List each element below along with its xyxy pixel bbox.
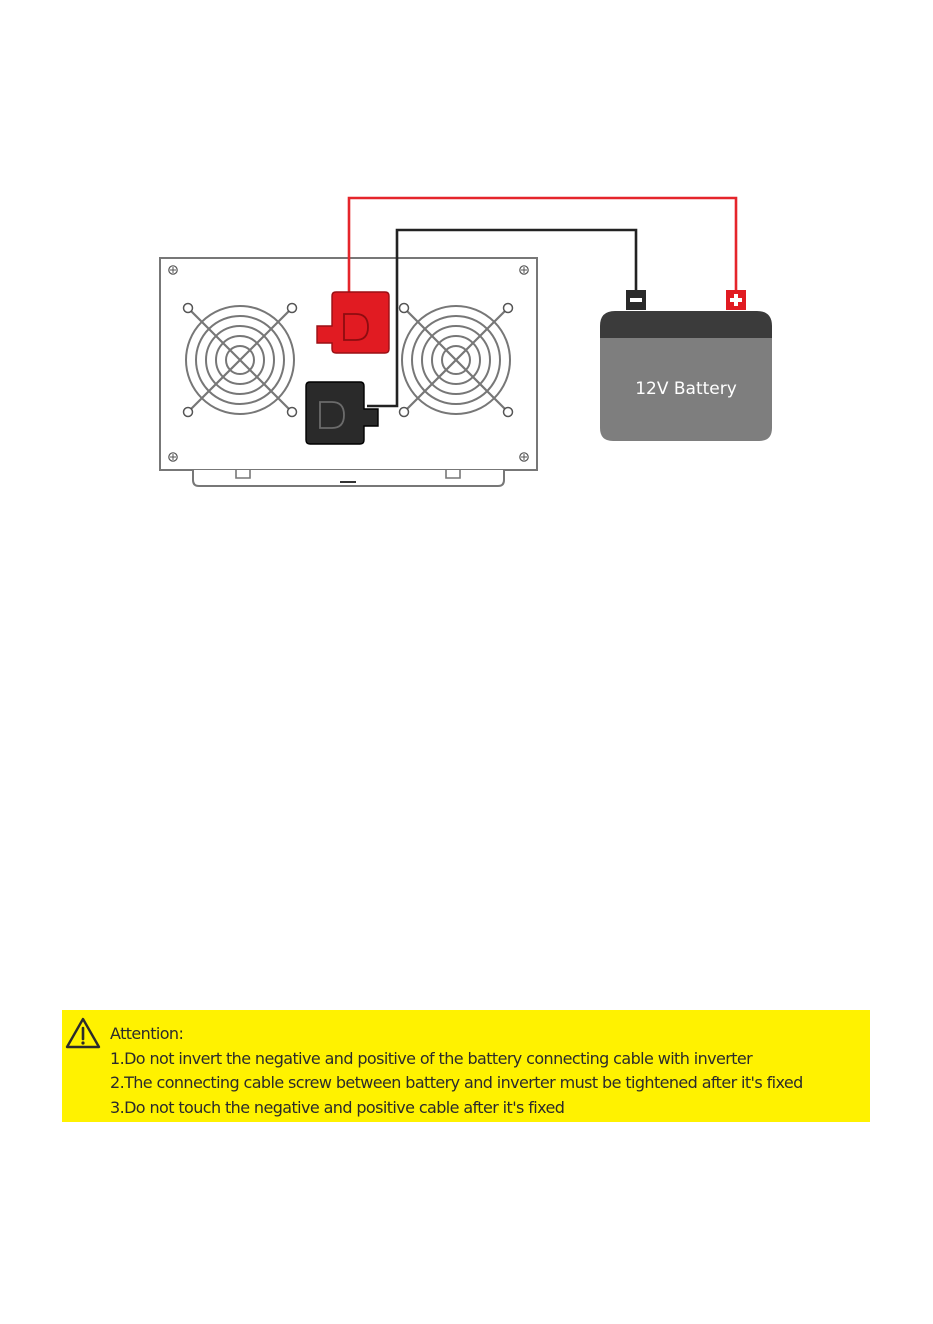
wiring-diagram: 12V Battery	[0, 0, 933, 560]
attention-item: 1.Do not invert the negative and positiv…	[110, 1047, 803, 1072]
attention-item: 2.The connecting cable screw between bat…	[110, 1071, 803, 1096]
attention-box: Attention: 1.Do not invert the negative …	[62, 1010, 870, 1122]
screw-icon	[520, 453, 528, 461]
battery-label: 12V Battery	[635, 379, 737, 399]
plus-icon	[726, 290, 746, 310]
attention-title: Attention:	[110, 1022, 803, 1047]
minus-icon	[626, 290, 646, 310]
screw-icon	[169, 266, 177, 274]
attention-item: 3.Do not touch the negative and positive…	[110, 1096, 803, 1121]
screw-icon	[169, 453, 177, 461]
warning-triangle-icon	[64, 1016, 102, 1050]
screw-icon	[520, 266, 528, 274]
battery: 12V Battery	[600, 311, 772, 441]
